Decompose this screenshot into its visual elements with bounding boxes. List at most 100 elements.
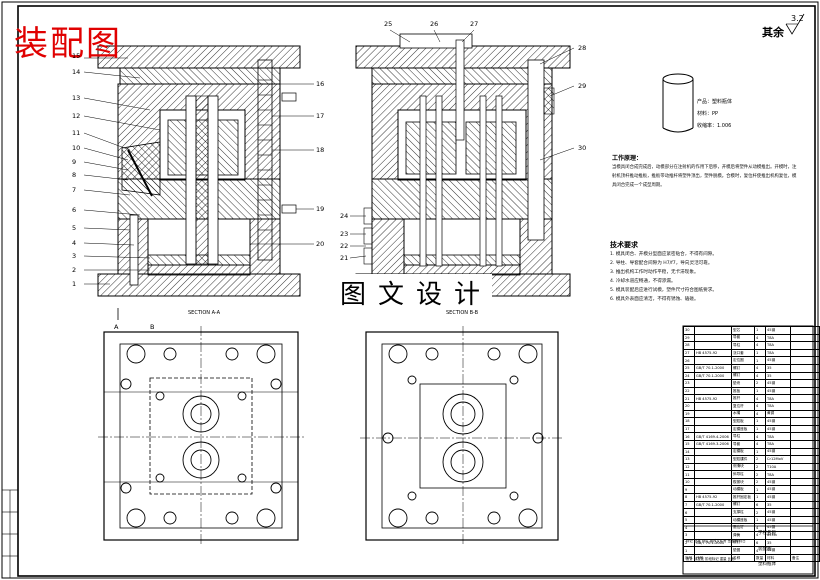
bom-cell: 15 [683, 439, 695, 449]
title-drawing: 装配图 [758, 547, 772, 552]
bom-cell: 4 [754, 432, 766, 441]
part-number-label: 5 [72, 224, 77, 232]
bom-cell [790, 462, 820, 472]
bom-cell: 型芯 [731, 326, 755, 335]
bom-cell [694, 401, 732, 411]
bom-cell: 复位杆 [731, 401, 755, 411]
bom-cell: 1 [754, 493, 766, 502]
bom-cell [790, 401, 820, 411]
bom-cell: 45钢 [765, 386, 791, 396]
bom-cell: T8A [765, 333, 791, 343]
bom-cell [790, 333, 820, 343]
bom-cell [790, 515, 820, 525]
bom-cell: 支撑柱 [731, 508, 755, 517]
bom-cell [790, 493, 820, 502]
bom-cell: HB 4575-92 [694, 348, 732, 358]
part-number-label: 17 [316, 112, 325, 120]
part-number-label: 13 [72, 94, 81, 102]
part-number-label: 3 [72, 252, 77, 260]
tech-requirements-heading: 技术要求 [610, 241, 638, 249]
tech-requirement-item: 1. 模具闭合、开模分型面应紧密贴合，不得有间隙。 [610, 252, 717, 257]
bom-cell: 35 [765, 363, 791, 373]
bom-cell: GB/T 4169.3-2006 [694, 439, 732, 449]
bom-cell: 19 [683, 409, 695, 419]
part-number-label: 15 [72, 52, 81, 60]
cut-mark-a: A [114, 323, 119, 331]
bom-cell [790, 386, 820, 396]
part-number-label: 8 [72, 171, 77, 179]
bom-cell: 水嘴 [731, 409, 755, 419]
bom-cell [694, 455, 732, 464]
bom-cell: 45钢 [765, 417, 791, 426]
bom-cell: 2 [754, 508, 766, 517]
bom-cell [790, 447, 820, 457]
part-number-label: 14 [72, 68, 81, 76]
part-number-label: 18 [316, 146, 325, 154]
bom-cell: 35 [765, 371, 791, 381]
part-number-label: 22 [340, 242, 349, 250]
bom-cell: GB/T 4169.4-2006 [694, 432, 732, 441]
bom-cell: 10 [683, 477, 695, 487]
part-number-label: 12 [72, 112, 81, 120]
bom-cell [790, 341, 820, 350]
part-number-label: 20 [316, 240, 325, 248]
title-school: 学校名称 [758, 531, 776, 536]
title-part: 塑料瓶体 [758, 562, 776, 567]
bom-cell: 推板 [731, 386, 755, 396]
rest-roughness-label: 其余 [762, 26, 784, 39]
bom-cell: 2 [754, 470, 766, 479]
plan-view-fixed-half [360, 326, 564, 546]
part-number-label: 21 [340, 254, 349, 262]
bom-cell [694, 341, 732, 350]
part-number-label: 11 [72, 129, 81, 137]
bom-cell: 25 [683, 363, 695, 373]
bom-cell: 8 [683, 493, 695, 502]
bom-cell: GB/T 70.1-2000 [694, 500, 732, 510]
bom-cell: 1 [754, 515, 766, 525]
bom-cell: 45钢 [765, 515, 791, 525]
bom-cell: 楔紧块 [731, 477, 755, 487]
bom-cell: 型腔镶件 [731, 455, 755, 464]
bom-cell: 螺钉 [731, 500, 755, 510]
bom-cell [790, 371, 820, 381]
bom-cell: 23 [683, 379, 695, 388]
bom-cell [790, 356, 820, 365]
bom-cell: 14 [683, 447, 695, 457]
bom-cell: 6 [754, 500, 766, 510]
bom-cell: 斜导柱 [731, 470, 755, 479]
bom-cell [694, 523, 732, 533]
bom-cell: 4 [754, 371, 766, 381]
product-material: 材料：PP [697, 111, 719, 117]
bom-cell [790, 485, 820, 495]
tech-requirement-item: 3. 推出机构工作时动作平稳，无卡滞现象。 [610, 270, 699, 275]
bom-cell: 导柱 [731, 432, 755, 441]
bom-cell: HB 4575-92 [694, 493, 732, 502]
bom-cell: 45钢 [765, 356, 791, 365]
bom-cell: 1 [754, 348, 766, 358]
tech-requirements-list: 1. 模具闭合、开模分型面应紧密贴合，不得有间隙。2. 导柱、导套配合间隙为 H… [610, 250, 800, 304]
bom-cell [694, 485, 732, 495]
bom-cell: GB/T 70.1-2000 [694, 371, 732, 381]
bom-cell: 30 [683, 326, 695, 335]
section-a-a-view [83, 45, 314, 320]
part-number-label: 9 [72, 158, 77, 166]
roughness-value: 3.2 [791, 14, 804, 23]
bom-cell: 2 [754, 462, 766, 472]
tech-requirement-item: 6. 模具外表面应清洁，不得有锈蚀、磕碰。 [610, 297, 699, 302]
bom-cell: 35 [765, 500, 791, 510]
bom-cell: T8A [765, 470, 791, 479]
bom-cell [790, 394, 820, 403]
surface-roughness-symbol [785, 13, 805, 35]
